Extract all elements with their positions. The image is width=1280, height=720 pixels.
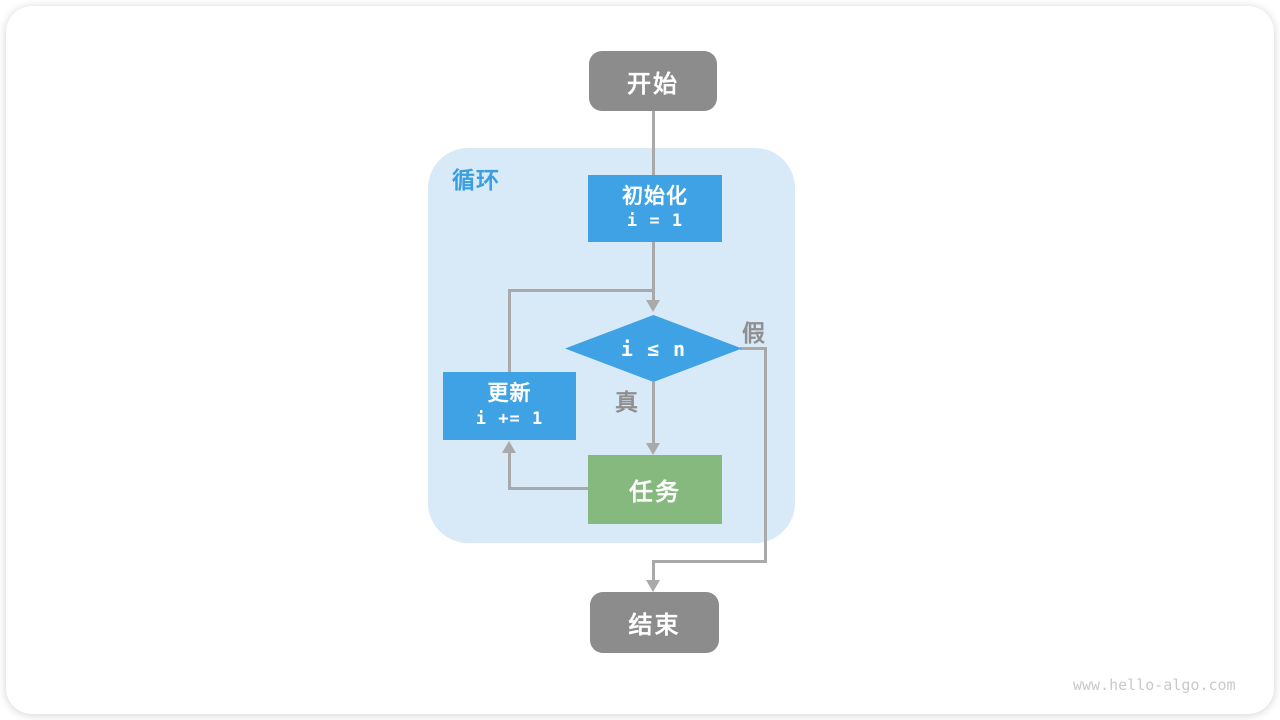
arrowhead-into-update xyxy=(502,441,516,453)
loop-container-label: 循环 xyxy=(452,167,500,193)
condition-node-code: i ≤ n xyxy=(620,336,687,361)
edge-false-to-end xyxy=(652,560,655,582)
edge-update-to-cond-horizontal xyxy=(508,289,655,292)
edge-task-to-update-horizontal xyxy=(508,487,590,490)
edge-update-to-cond-vertical xyxy=(508,290,511,372)
init-node-label: 初始化 xyxy=(622,184,688,208)
update-node-label: 更新 xyxy=(487,382,532,406)
edge-label-true: 真 xyxy=(615,389,638,415)
edge-false-vertical-right xyxy=(764,347,767,563)
init-node-code: i = 1 xyxy=(626,211,684,232)
watermark: www.hello-algo.com xyxy=(1073,676,1236,694)
arrowhead-into-cond xyxy=(646,300,660,312)
edge-task-to-update-vertical xyxy=(508,452,511,490)
update-node: 更新 i += 1 xyxy=(443,372,576,440)
arrowhead-into-end xyxy=(646,580,660,592)
start-node-label: 开始 xyxy=(627,70,679,98)
edge-cond-to-task xyxy=(652,382,655,445)
edge-false-horizontal-bottom xyxy=(652,560,767,563)
edge-false-horizontal-top xyxy=(740,347,767,350)
task-node-label: 任务 xyxy=(629,479,681,506)
end-node: 结束 xyxy=(590,592,719,653)
start-node: 开始 xyxy=(589,51,717,111)
arrowhead-into-task xyxy=(646,443,660,455)
update-node-code: i += 1 xyxy=(475,408,544,429)
edge-label-false: 假 xyxy=(742,320,765,346)
task-node: 任务 xyxy=(588,455,722,524)
init-node: 初始化 i = 1 xyxy=(588,175,722,242)
end-node-label: 结束 xyxy=(628,612,681,639)
